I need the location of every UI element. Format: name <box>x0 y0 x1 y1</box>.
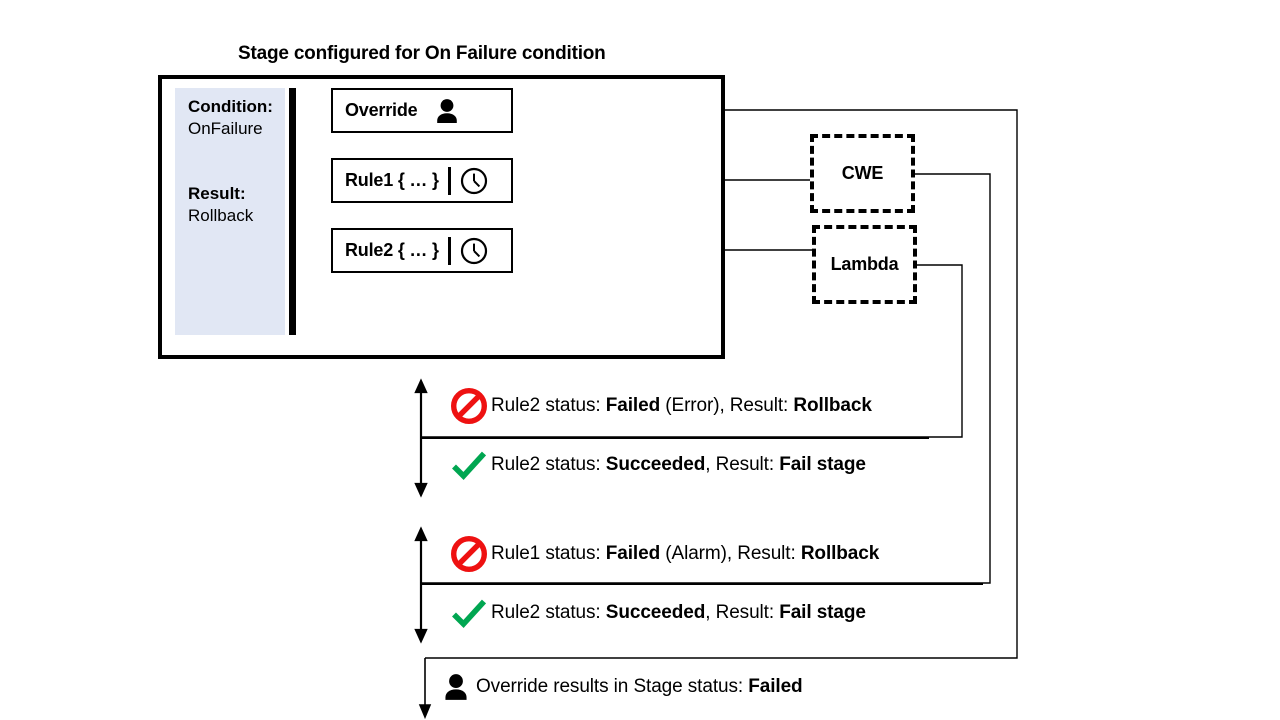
condition-panel-divider <box>289 88 296 335</box>
check-icon <box>447 449 491 481</box>
rule2-node-label: Rule2 { … } <box>345 240 439 260</box>
rule1-node-label: Rule1 { … } <box>345 170 439 190</box>
status-row-override-result: Override results in Stage status: Failed <box>436 666 803 708</box>
condition-panel <box>175 88 285 335</box>
group-arrow-rule1 <box>414 526 428 644</box>
status-text: Rule1 status: Failed (Alarm), Result: Ro… <box>491 543 880 564</box>
no-entry-icon <box>447 388 491 424</box>
rule1-node[interactable]: Rule1 { … } <box>331 158 513 203</box>
rule2-separator <box>447 236 451 265</box>
connector-override <box>425 109 1018 659</box>
lambda-label: Lambda <box>830 254 899 274</box>
clock-icon <box>460 167 488 195</box>
person-icon <box>436 673 476 701</box>
status-row-rule2-succeeded: Rule2 status: Succeeded, Result: Fail st… <box>447 444 866 486</box>
status-row-rule2-failed: Rule2 status: Failed (Error), Result: Ro… <box>447 385 872 427</box>
no-entry-icon <box>447 536 491 572</box>
group-arrow-override <box>418 658 432 720</box>
person-icon <box>435 98 459 124</box>
status-text: Override results in Stage status: Failed <box>476 676 803 697</box>
rule2-node[interactable]: Rule2 { … } <box>331 228 513 273</box>
check-icon <box>447 597 491 629</box>
override-node-label: Override <box>345 100 418 120</box>
result-label: Result: <box>188 184 246 203</box>
result-value: Rollback <box>188 206 254 225</box>
status-row-rule2-succeeded: Rule2 status: Succeeded, Result: Fail st… <box>447 592 866 634</box>
rule1-separator <box>447 166 451 195</box>
cwe-label: CWE <box>841 163 884 183</box>
status-group-separator <box>421 583 983 585</box>
condition-label: Condition: <box>188 97 273 116</box>
status-text: Rule2 status: Succeeded, Result: Fail st… <box>491 454 866 475</box>
status-group-separator <box>421 437 929 439</box>
override-node[interactable]: Override <box>331 88 513 133</box>
status-text: Rule2 status: Succeeded, Result: Fail st… <box>491 602 866 623</box>
condition-value: OnFailure <box>188 119 263 138</box>
lambda-service-node[interactable]: Lambda <box>812 225 917 304</box>
diagram-title: Stage configured for On Failure conditio… <box>238 43 606 64</box>
status-row-rule1-failed: Rule1 status: Failed (Alarm), Result: Ro… <box>447 533 879 575</box>
cwe-service-node[interactable]: CWE <box>810 134 915 213</box>
clock-icon <box>460 237 488 265</box>
status-text: Rule2 status: Failed (Error), Result: Ro… <box>491 395 872 416</box>
